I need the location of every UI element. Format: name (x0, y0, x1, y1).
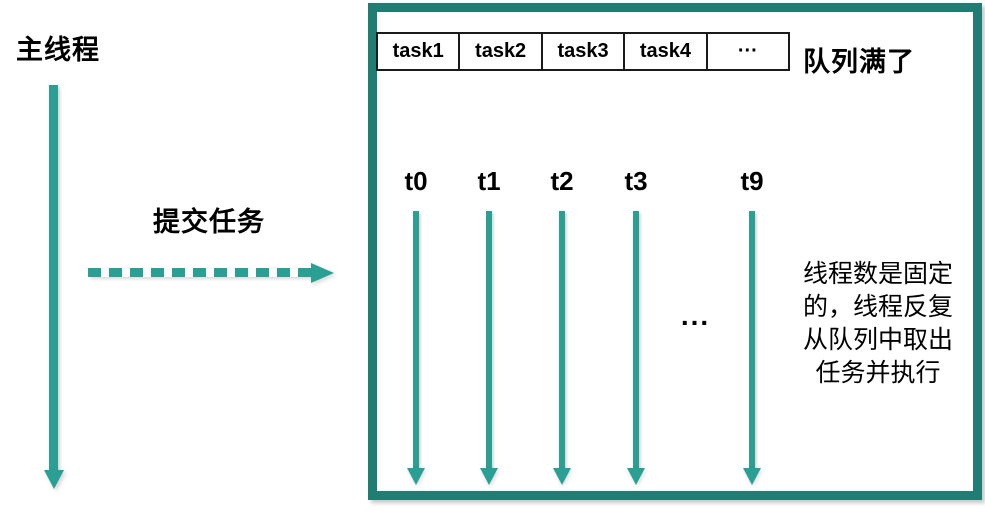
threads-ellipsis: ... (680, 300, 711, 331)
thread-arrow-line (633, 211, 639, 469)
thread-column-t9: t9 (722, 166, 782, 485)
main-thread-arrow (43, 85, 64, 489)
queue-cell: task4 (625, 34, 708, 69)
thread-label: t0 (404, 166, 428, 196)
note-line: 的，线程反复 (802, 293, 953, 321)
thread-arrow-line (559, 211, 565, 469)
thread-label: t3 (624, 166, 648, 196)
task-queue: task1 task2 task3 task4 ··· (376, 32, 790, 71)
thread-label: t2 (550, 166, 574, 196)
down-arrowhead-icon (743, 468, 761, 485)
queue-full-label: 队列满了 (803, 47, 915, 77)
submit-task-dashed-arrow (88, 262, 334, 283)
down-arrowhead-icon (43, 470, 64, 489)
right-arrowhead-icon (311, 262, 334, 283)
main-thread-arrow-line (49, 85, 58, 471)
note-line: 线程数是固定 (802, 260, 953, 288)
down-arrowhead-icon (480, 468, 498, 485)
down-arrowhead-icon (627, 468, 645, 485)
queue-cell-ellipsis: ··· (737, 40, 758, 62)
note-line: 任务并执行 (815, 359, 941, 387)
note-line: 从队列中取出 (802, 326, 953, 354)
thread-arrow-line (749, 211, 755, 469)
thread-column-t1: t1 (459, 166, 519, 485)
queue-cell: task1 (378, 34, 461, 69)
submit-task-label: 提交任务 (153, 207, 265, 237)
thread-column-t0: t0 (386, 166, 446, 485)
note-text: 线程数是固定 的，线程反复 从队列中取出 任务并执行 (778, 258, 978, 390)
dashed-line (88, 268, 313, 277)
down-arrowhead-icon (407, 468, 425, 485)
thread-arrow-line (486, 211, 492, 469)
thread-pool-box (368, 3, 982, 500)
thread-label: t9 (740, 166, 764, 196)
main-thread-label: 主线程 (16, 35, 100, 65)
queue-cell: task3 (543, 34, 626, 69)
thread-arrow-line (413, 211, 419, 469)
queue-cell: task2 (460, 34, 543, 69)
down-arrowhead-icon (553, 468, 571, 485)
thread-column-t3: t3 (606, 166, 666, 485)
thread-column-t2: t2 (532, 166, 592, 485)
thread-label: t1 (477, 166, 501, 196)
